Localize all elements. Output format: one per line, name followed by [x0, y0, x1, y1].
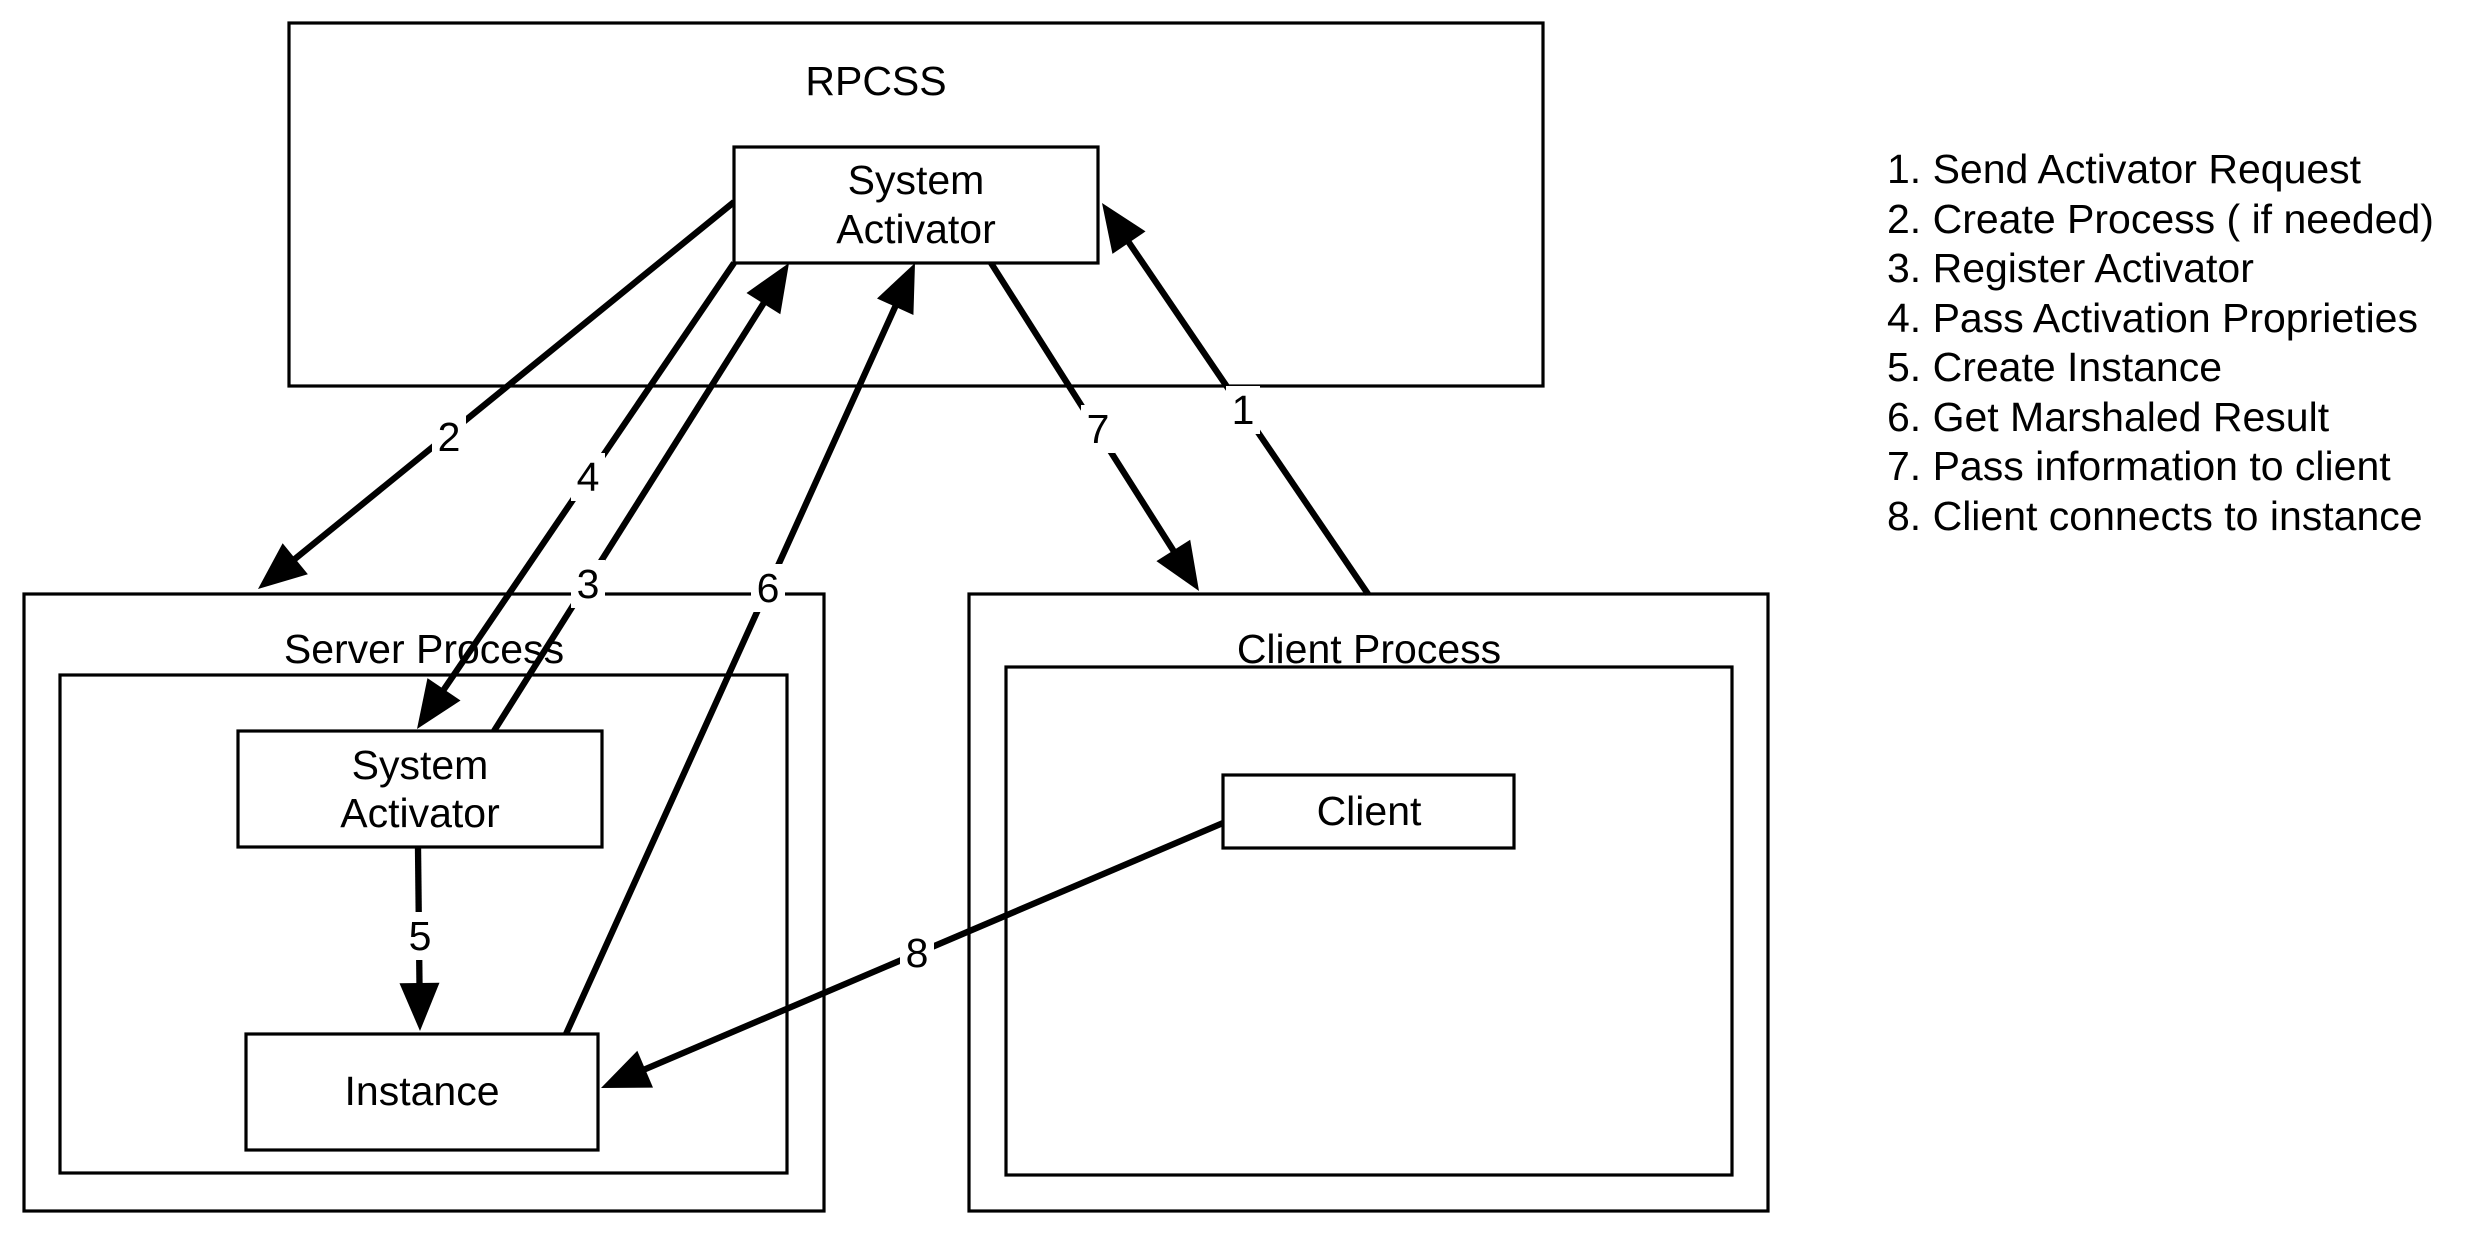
edges-layer — [258, 199, 1371, 1088]
edge-label-send-activator-request: 1 — [1232, 387, 1255, 433]
edge-label-background-pass-activation-proprieties — [571, 453, 605, 501]
edge-label-pass-activation-proprieties: 4 — [577, 454, 600, 500]
legend-item-5: 5. Create Instance — [1887, 344, 2222, 390]
arrowhead-pass-information-to-client — [1156, 539, 1199, 591]
legend-item-1: 1. Send Activator Request — [1887, 146, 2362, 192]
rpcss-system-activator-line-2: Activator — [836, 206, 996, 252]
server-system-activator-node: System Activator — [236, 729, 604, 849]
edge-register-activator — [491, 298, 769, 733]
server-process-title: Server Process — [284, 626, 564, 672]
edge-label-background-register-activator — [571, 560, 605, 608]
arrowhead-create-process — [258, 543, 308, 589]
edge-label-pass-information-to-client: 7 — [1087, 406, 1110, 452]
edge-labels-layer: 1 2 3 4 5 6 7 8 — [403, 386, 1260, 977]
client-process-title: Client Process — [1237, 626, 1501, 672]
client-node: Client — [1221, 773, 1516, 850]
edge-label-background-client-connects-to-instance — [900, 929, 934, 977]
legend-item-4: 4. Pass Activation Proprieties — [1887, 295, 2418, 341]
arrowhead-client-connects-to-instance — [601, 1050, 653, 1088]
rpcss-system-activator-node: System Activator — [732, 145, 1100, 265]
client-process-container: Client Process — [967, 592, 1770, 1213]
edge-label-get-marshaled-result: 6 — [757, 565, 780, 611]
edge-label-background-pass-information-to-client — [1081, 405, 1115, 453]
server-system-activator-line-1: System — [352, 742, 489, 788]
edge-label-create-process: 2 — [438, 414, 461, 460]
instance-label: Instance — [345, 1068, 500, 1114]
edge-label-create-instance: 5 — [409, 913, 432, 959]
rpcss-system-activator-line-1: System — [848, 157, 985, 203]
edge-label-background-send-activator-request — [1226, 386, 1260, 434]
rpcss-title: RPCSS — [805, 58, 946, 104]
edge-label-client-connects-to-instance: 8 — [906, 930, 929, 976]
client-label: Client — [1317, 788, 1422, 834]
legend-item-3: 3. Register Activator — [1887, 245, 2254, 291]
client-process-inner-frame — [1004, 665, 1734, 1177]
legend-item-6: 6. Get Marshaled Result — [1887, 394, 2330, 440]
legend-item-7: 7. Pass information to client — [1887, 443, 2391, 489]
legend: 1. Send Activator Request 2. Create Proc… — [1887, 146, 2434, 539]
edge-get-marshaled-result — [563, 301, 900, 1036]
arrowhead-send-activator-request — [1102, 203, 1146, 254]
edge-label-background-create-process — [432, 413, 466, 461]
legend-item-8: 8. Client connects to instance — [1887, 493, 2423, 539]
legend-item-2: 2. Create Process ( if needed) — [1887, 196, 2434, 242]
arrowhead-register-activator — [746, 263, 789, 315]
edge-label-background-get-marshaled-result — [751, 564, 785, 612]
instance-node: Instance — [244, 1032, 600, 1152]
server-system-activator-line-2: Activator — [340, 790, 500, 836]
edge-label-background-create-instance — [403, 912, 437, 960]
arrowhead-pass-activation-proprieties — [417, 678, 461, 729]
arrowhead-create-instance — [399, 982, 440, 1031]
edge-create-process — [290, 199, 736, 564]
edge-label-register-activator: 3 — [577, 561, 600, 607]
arrowhead-get-marshaled-result — [876, 263, 915, 315]
